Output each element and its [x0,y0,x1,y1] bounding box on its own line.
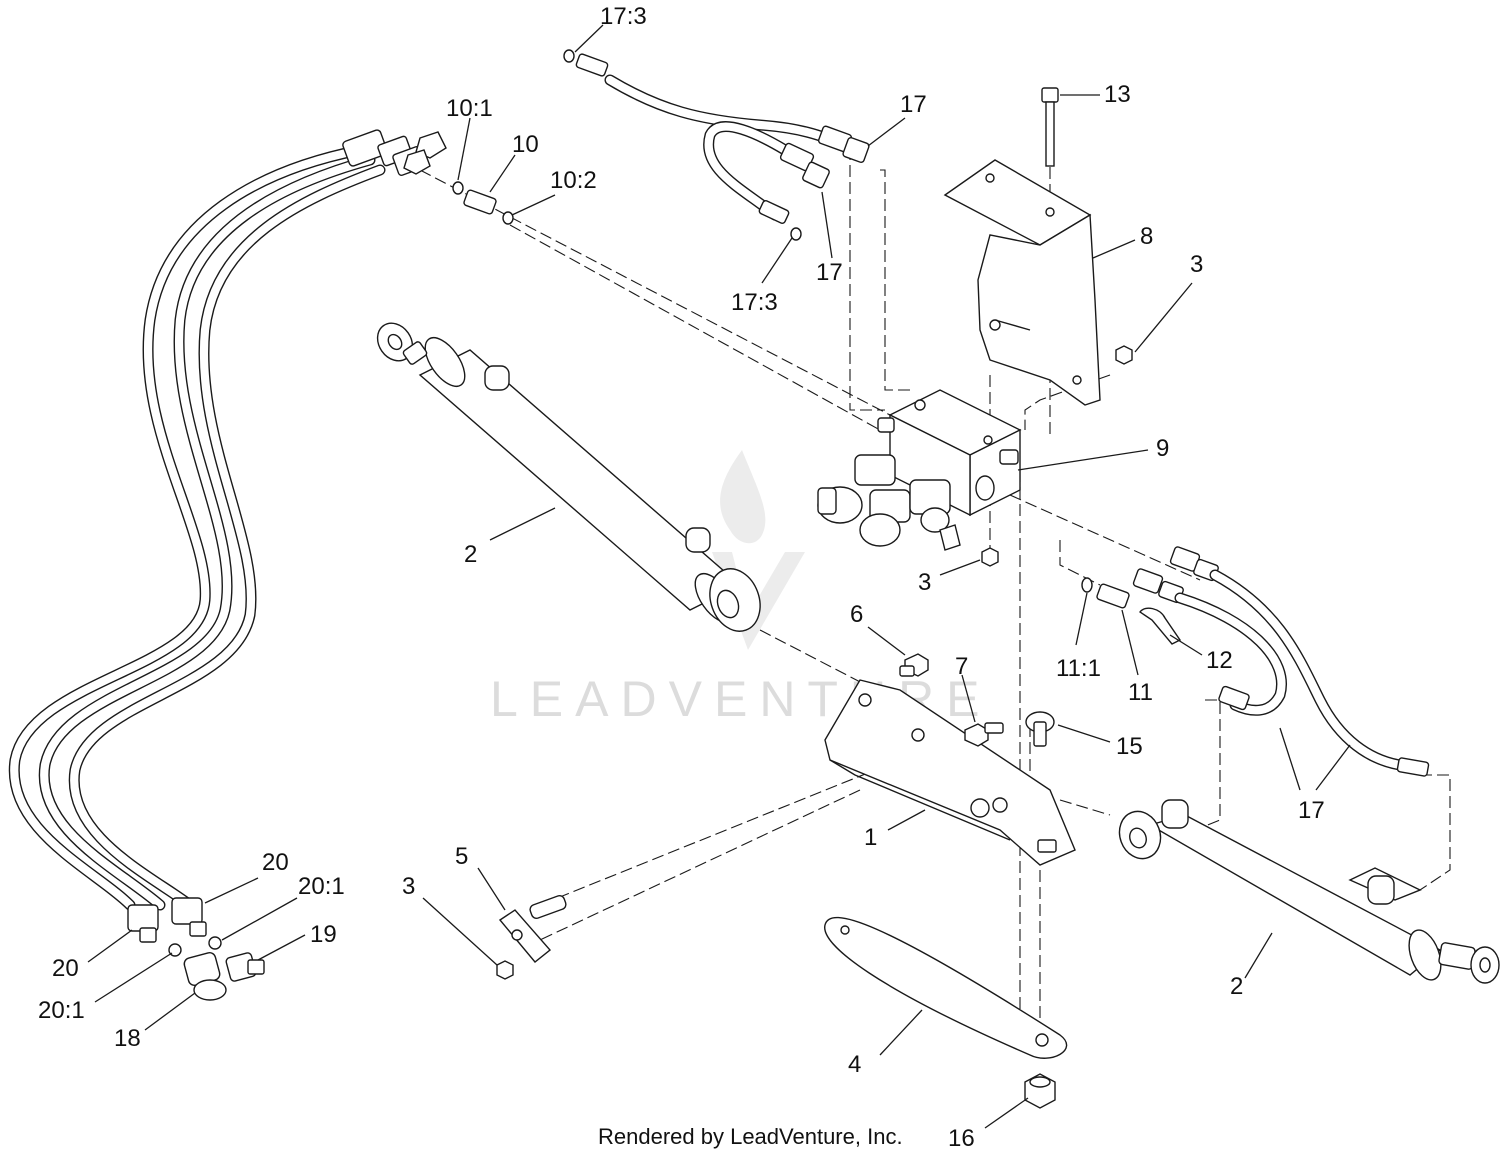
bolt-7 [964,722,1004,747]
bolt-13 [1041,87,1059,167]
fittings-lower-left [127,897,265,1001]
assembly-lines [419,148,1451,1050]
callout-20-1-top: 20:1 [298,873,345,900]
callout-11-1: 11:1 [1056,655,1101,682]
callout-20-1-left: 20:1 [38,997,85,1024]
callout-16: 16 [948,1125,975,1152]
nut-3-right [1115,345,1133,365]
leader-lines [87,24,1351,1129]
callout-12: 12 [1206,647,1233,674]
cylinder-2-right [1118,799,1500,984]
callout-13: 13 [1104,81,1131,108]
callout-2-right: 2 [1230,973,1243,1000]
callout-10: 10 [512,131,539,158]
callout-10-1: 10:1 [446,95,493,122]
short-hoses-top [563,49,870,241]
bracket-8 [943,159,1101,406]
bolt-6 [899,653,929,677]
callout-20-left: 20 [52,955,79,982]
callout-15: 15 [1116,733,1143,760]
valve-block-9 [817,389,1022,551]
pin-5 [498,894,567,963]
callout-3-right: 3 [1190,251,1203,278]
cross-arm-1 [824,679,1076,866]
callout-19: 19 [310,921,337,948]
callout-17-3-mid: 17:3 [731,289,778,316]
callout-4: 4 [848,1051,861,1078]
short-hoses-right [1132,546,1430,777]
callout-11: 11 [1128,679,1153,706]
nut-3-left [496,960,514,980]
watermark-flame-icon [720,450,766,544]
callout-1: 1 [864,824,877,851]
pin-15 [1025,711,1055,747]
callout-17-right: 17 [1298,797,1325,824]
hose-end-fittings-upper [342,129,447,176]
footer-credit: Rendered by LeadVenture, Inc. [598,1124,903,1149]
callout-20-top: 20 [262,849,289,876]
callout-3-mid: 3 [918,569,931,596]
callout-labels: 17:3 10:1 10 10:2 17 17 17:3 13 8 3 9 2 … [38,3,1325,1152]
callout-9: 9 [1156,435,1169,462]
callout-18: 18 [114,1025,141,1052]
nut-3-mid [981,547,999,567]
callout-17-mid: 17 [816,259,843,286]
callout-3-left: 3 [402,873,415,900]
callout-5: 5 [455,843,468,870]
callout-17-3-top: 17:3 [600,3,647,30]
callout-2-left: 2 [464,541,477,568]
nut-16 [1024,1073,1056,1109]
callout-10-2: 10:2 [550,167,597,194]
callout-8: 8 [1140,223,1153,250]
callout-7: 7 [955,653,968,680]
strap-4 [824,916,1068,1059]
callout-6: 6 [850,601,863,628]
cylinder-2-left [376,322,761,632]
callout-17-top: 17 [900,91,927,118]
hose-bundle-left [8,144,386,911]
fitting-10-group [452,181,514,225]
